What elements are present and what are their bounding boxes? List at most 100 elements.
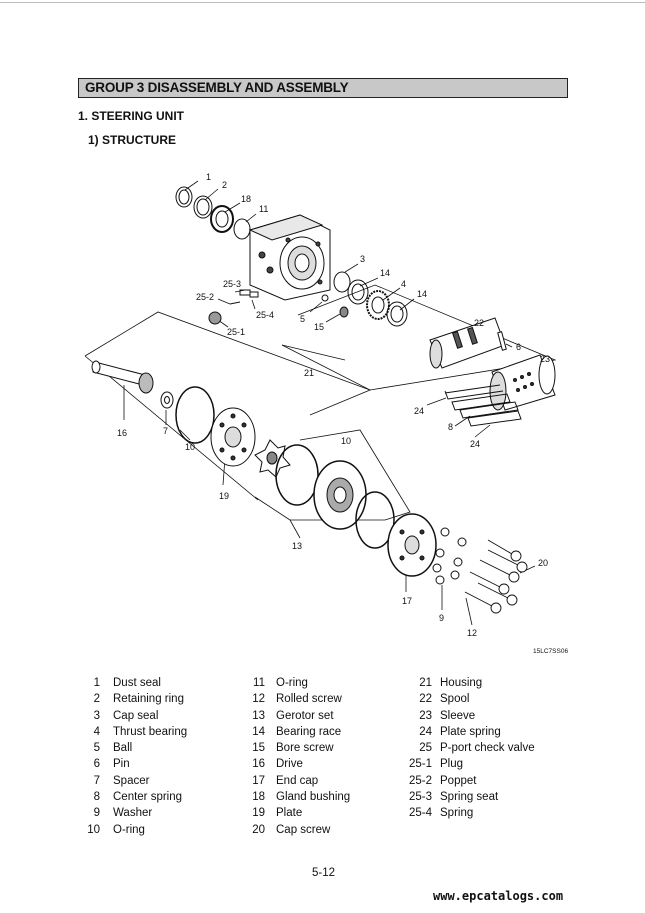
callout-3: 3 [360,254,365,264]
legend-item-name: O-ring [276,677,308,689]
drive-shaft [91,360,154,394]
o-ring-10-left [175,386,215,444]
legend-item-name: O-ring [113,823,145,836]
legend-item-number: 11 [253,677,265,689]
legend-item-number: 10 [87,823,100,836]
legend-item-number: 15 [252,742,265,755]
legend-item: 10 O-ring [80,822,187,838]
legend-item-name: End cap [276,774,319,787]
subsection-title: 1) STRUCTURE [88,133,177,147]
callout-24a: 24 [414,406,424,416]
callout-25-3: 25-3 [223,279,241,289]
legend-item-number: 2 [93,693,100,706]
section-title: 1. STEERING UNIT [78,109,185,123]
legend-item-name: Pin [113,758,130,771]
legend-item-name: Plug [440,758,464,771]
retaining-ring [193,195,213,219]
legend-item-name: Rolled screw [276,693,342,706]
legend-item-number: 12 [252,693,265,706]
p-port-check-valve-parts [208,289,349,325]
pin [497,331,507,351]
legend-item-number: 7 [93,774,100,787]
legend-item-name: Thrust bearing [113,725,188,738]
callout-8: 8 [448,422,453,432]
callout-10a: 10 [341,436,351,446]
legend-item-name: Cap screw [276,823,331,836]
callout-labels: 1 2 18 11 3 14 4 14 25-3 25-2 25-4 25-1 … [117,172,550,638]
legend-item: 25-2 Poppet [400,773,535,789]
legend-item-name: Ball [113,742,133,755]
callout-12: 12 [467,628,477,638]
legend-item-number: 3 [93,709,100,722]
legend-item-number: 23 [419,709,432,722]
callout-22: 22 [474,318,484,328]
legend-item-name: Poppet [440,774,477,787]
callout-14b: 14 [417,289,427,299]
legend-item-name: Spring seat [440,791,499,804]
callout-14a: 14 [380,268,390,278]
bearing-race-b [386,301,408,327]
legend-item-number: 4 [93,725,100,738]
legend-item-number: 21 [419,677,432,689]
legend-item-number: 19 [252,807,265,820]
o-ring-11 [233,218,251,240]
legend-item: 12 Rolled screw [245,691,350,707]
legend-item-name: Spacer [113,774,150,787]
legend-item-name: Sleeve [440,709,476,722]
legend-item: 7 Spacer [80,773,187,789]
callout-5: 5 [300,314,305,324]
legend-item-number: 25-1 [408,758,432,771]
legend-item-name: Gland bushing [276,791,351,804]
spacer [160,391,174,409]
callout-15: 15 [314,322,324,332]
dust-seal-ring [175,186,193,208]
o-ring-10-mid [275,444,319,506]
callout-18: 18 [241,194,251,204]
thrust-bearing [366,290,390,320]
plate-springs [444,384,522,427]
legend-item-name: Gerotor set [276,709,334,722]
page-number: 5-12 [312,867,336,879]
legend-item: 23 Sleeve [400,708,535,724]
group-title-bar: GROUP 3 DISASSEMBLY AND ASSEMBLY [78,78,568,98]
legend-item-number: 14 [252,725,265,738]
callout-24b: 24 [470,439,480,449]
gerotor-star [254,439,291,478]
legend-item-name: Dust seal [113,677,161,689]
callout-6: 6 [516,342,521,352]
callout-25-1: 25-1 [227,327,245,337]
legend-item-number: 24 [419,725,432,738]
legend-item-name: Spool [440,693,470,706]
legend-item-number: 22 [419,693,432,706]
leader-lines [84,180,557,626]
legend-item-number: 20 [252,823,265,836]
gerotor-ring [313,460,367,530]
legend-item-name: Washer [113,807,153,820]
figure-code: 15LC7SS06 [533,648,569,655]
callout-19: 19 [219,491,229,501]
washers [432,527,467,585]
callout-2: 2 [222,180,227,190]
legend-item-number: 16 [252,758,265,771]
legend-item-number: 25-4 [408,807,432,820]
gland-bushing [210,205,234,233]
housing-body [248,214,331,301]
legend-item-number: 25-2 [408,774,432,787]
callout-25-2: 25-2 [196,292,214,302]
